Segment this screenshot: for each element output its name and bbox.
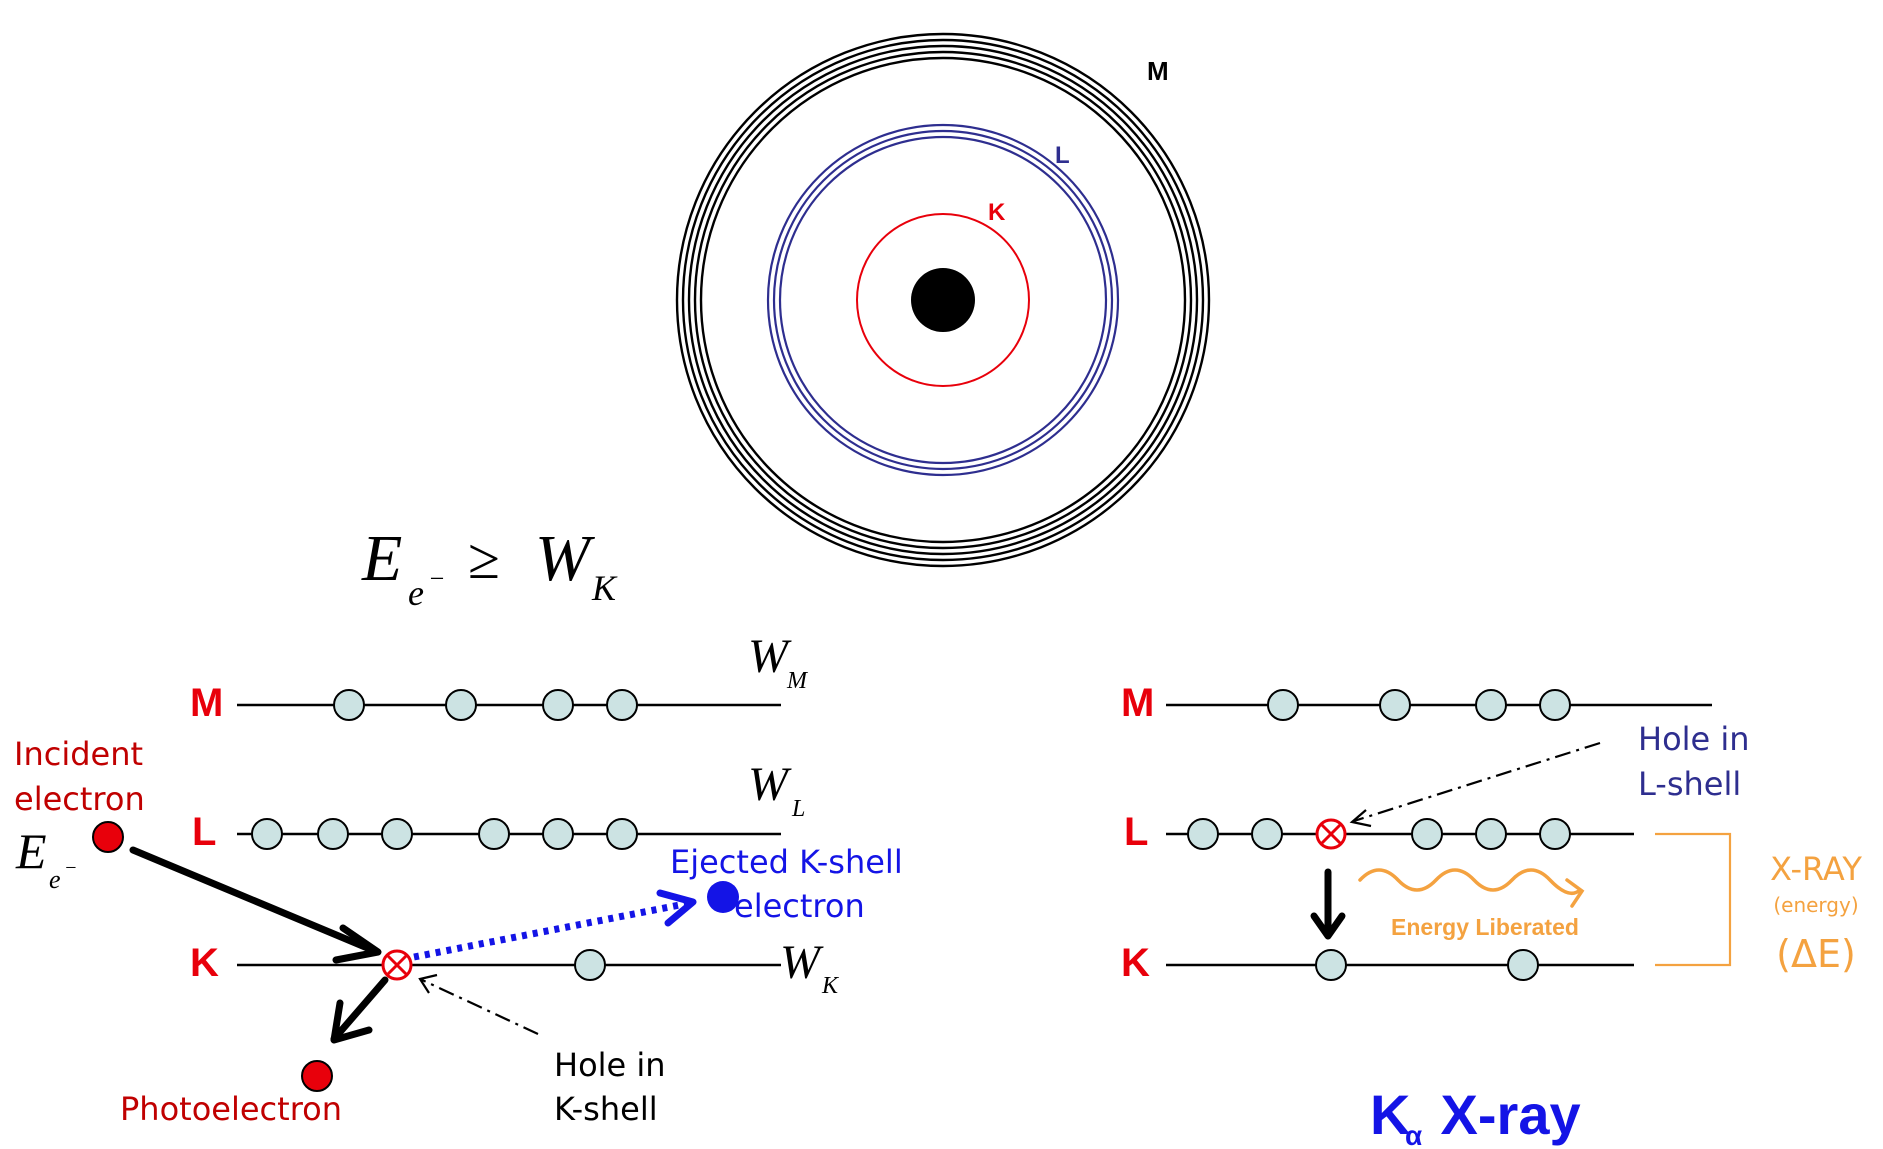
- equation-geq: ≥: [468, 526, 500, 591]
- incident-arrow: [129, 846, 382, 964]
- electron: [1187, 818, 1219, 850]
- electron: [1539, 689, 1571, 721]
- electron: [1411, 818, 1443, 850]
- equation-k-sub: K: [591, 568, 618, 608]
- title-k: K: [1370, 1083, 1410, 1146]
- electron: [333, 689, 365, 721]
- m-shell-rings: [675, 32, 1211, 568]
- electron: [606, 818, 638, 850]
- electron: [606, 689, 638, 721]
- l-shell-rings: [766, 123, 1120, 477]
- incident-energy-symbol: E e −: [15, 823, 78, 894]
- wm-sub: M: [786, 668, 809, 694]
- electron: [1507, 949, 1539, 981]
- electron: [381, 818, 413, 850]
- left-level-label-m: M: [190, 681, 223, 725]
- incident-label-line1: Incident: [14, 735, 143, 773]
- photon-wave-arrow: [1358, 868, 1585, 908]
- xray-label: X-RAY: [1770, 850, 1862, 888]
- title-x-ray: X-ray: [1425, 1083, 1581, 1146]
- electron: [1475, 818, 1507, 850]
- wk-label: W: [780, 936, 824, 989]
- ejected-arrow: [413, 889, 697, 961]
- ejected-electron: [707, 881, 739, 913]
- wk-sub: K: [821, 973, 840, 999]
- electron: [542, 818, 574, 850]
- wm-label: W: [748, 630, 792, 683]
- incident-energy-e: E: [15, 823, 47, 879]
- k-shell-hole-icon: [381, 949, 413, 981]
- k-hole-pointer-arrow: [418, 973, 539, 1035]
- electron: [251, 818, 283, 850]
- electron: [542, 689, 574, 721]
- l-shell-hole-icon: [1315, 818, 1347, 850]
- wl-sub: L: [791, 796, 805, 822]
- k-hole-label-line1: Hole in: [554, 1046, 666, 1084]
- k-shell-ring: [856, 213, 1030, 387]
- electron: [1475, 689, 1507, 721]
- photoelectron-arrow: [330, 976, 389, 1044]
- xray-energy-label: (energy): [1773, 893, 1858, 917]
- atom-model: M L K: [675, 32, 1211, 568]
- l-hole-label-line1: Hole in: [1638, 720, 1750, 758]
- transition-arrow: [1310, 868, 1346, 940]
- photoelectron-label: Photoelectron: [120, 1090, 342, 1128]
- electron: [445, 689, 477, 721]
- left-level-label-k: K: [190, 941, 219, 985]
- left-electrons: [251, 689, 638, 981]
- incident-label-line2: electron: [14, 780, 145, 818]
- electron: [1251, 818, 1283, 850]
- l-hole-label-line2: L-shell: [1638, 765, 1741, 803]
- title-alpha: α: [1405, 1120, 1422, 1149]
- delta-e-label: (ΔE): [1776, 932, 1856, 976]
- atom-label-m: M: [1147, 56, 1169, 86]
- nucleus: [911, 268, 975, 332]
- atom-label-k: K: [988, 199, 1006, 226]
- wl-label: W: [748, 758, 792, 811]
- k-alpha-title: K α X-ray: [1370, 1083, 1581, 1149]
- ejected-label-line2: electron: [734, 887, 865, 925]
- incident-energy-minus-sup: −: [64, 857, 78, 879]
- electron: [317, 818, 349, 850]
- threshold-equation: E e − ≥ W K: [361, 522, 618, 613]
- electron: [1379, 689, 1411, 721]
- electron: [1267, 689, 1299, 721]
- energy-liberated-label: Energy Liberated: [1391, 914, 1579, 940]
- equation-e: E: [361, 522, 402, 595]
- electron: [1315, 949, 1347, 981]
- electron: [574, 949, 606, 981]
- incident-energy-e-sub: e: [49, 865, 61, 894]
- equation-minus-sup: −: [428, 564, 446, 593]
- electron: [1539, 818, 1571, 850]
- photoelectron: [301, 1060, 333, 1092]
- left-level-label-l: L: [192, 810, 216, 854]
- right-level-label-m: M: [1121, 681, 1154, 725]
- incident-electron: [92, 821, 124, 853]
- equation-w: W: [535, 522, 595, 595]
- ejected-label-line1: Ejected K-shell: [670, 843, 903, 881]
- right-level-label-k: K: [1121, 941, 1150, 985]
- electron: [478, 818, 510, 850]
- equation-e-sub: e: [408, 573, 424, 613]
- right-electrons: [1187, 689, 1571, 981]
- k-hole-label-line2: K-shell: [554, 1090, 658, 1128]
- energy-bracket: [1655, 832, 1732, 967]
- left-energy-levels: M L K W M W L W K: [190, 630, 840, 999]
- atom-label-l: L: [1055, 142, 1070, 169]
- l-hole-pointer-arrow: [1349, 741, 1601, 828]
- right-level-label-l: L: [1124, 810, 1148, 854]
